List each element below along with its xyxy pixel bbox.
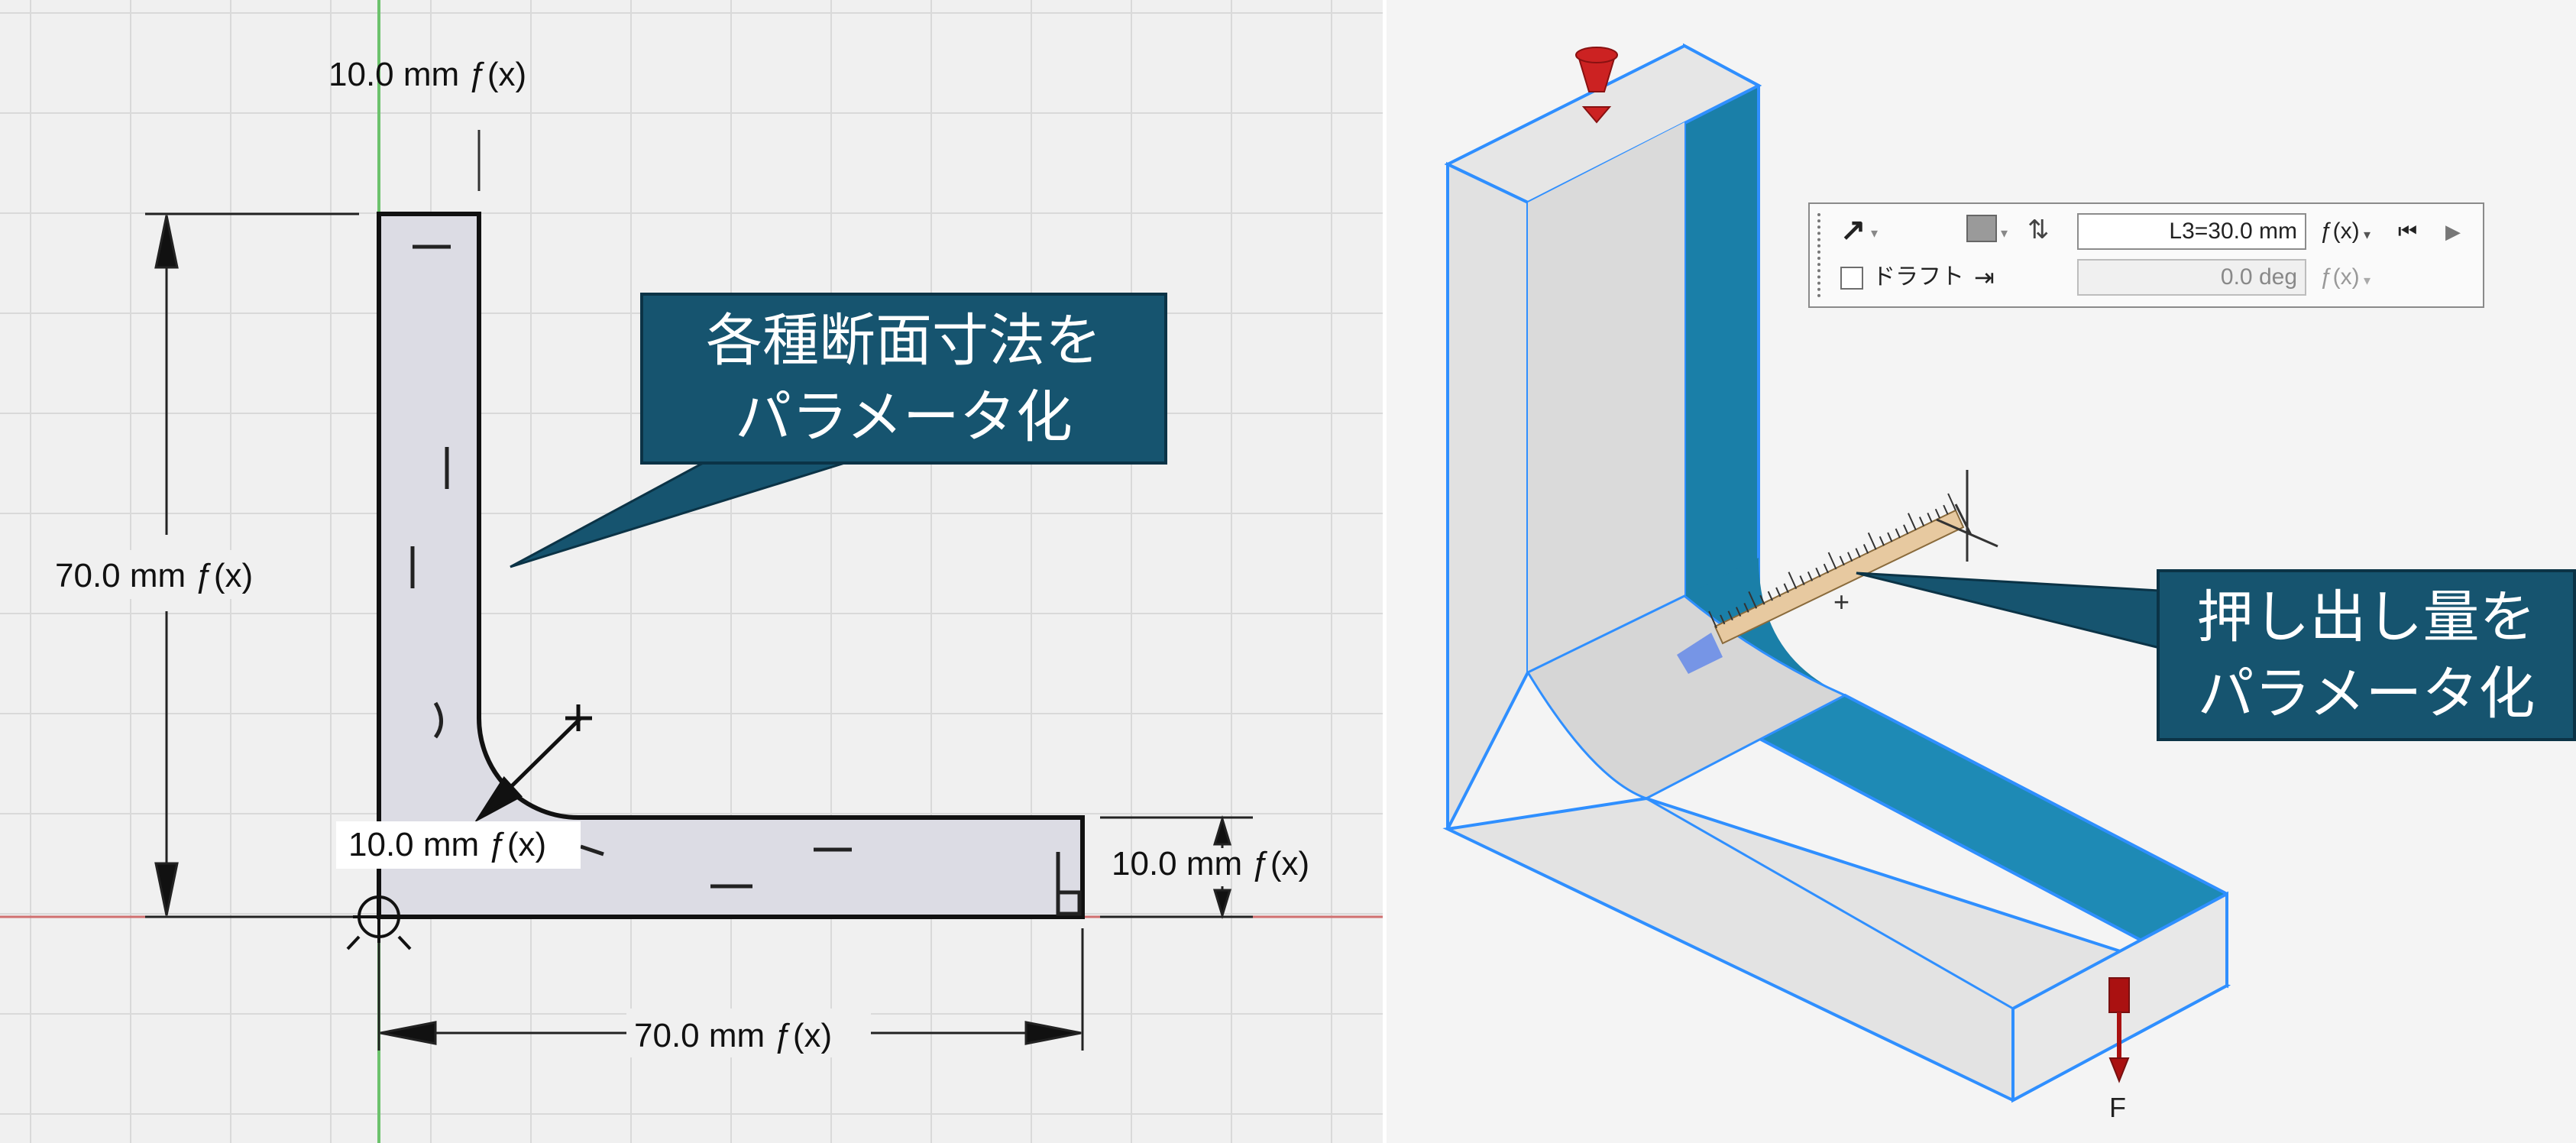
chevron-down-icon[interactable]: ▾ <box>2364 227 2371 242</box>
model-canvas: F + <box>1442 43 2231 1123</box>
draft-label: ドラフト <box>1872 264 1964 290</box>
model-viewport[interactable]: F + 押し出し量を パラメータ化 <box>1387 0 2576 1143</box>
callout-pointer <box>510 449 860 568</box>
panel-divider <box>1383 0 1387 1143</box>
chevron-down-icon[interactable]: ▾ <box>1871 225 1879 241</box>
dim-height <box>145 212 359 918</box>
dim-bottom-thickness <box>1100 814 1253 920</box>
dim-width-text[interactable]: 70.0 mm ƒ(x) <box>634 1017 832 1054</box>
play-icon[interactable]: ▶ <box>2445 220 2461 243</box>
draft-direction-icon[interactable]: ⇥ <box>1974 264 1995 291</box>
section-dims-callout: 各種断面寸法を パラメータ化 <box>640 293 1167 465</box>
dim-fillet-radius <box>474 704 592 823</box>
draft-checkbox[interactable] <box>1840 267 1863 290</box>
dim-width <box>377 928 1084 1051</box>
callout-line-1: 各種断面寸法を <box>706 307 1102 374</box>
extrude-ruler[interactable] <box>1708 470 1998 645</box>
model-inner-face <box>1528 122 1689 691</box>
sketch-canvas: 10.0 mm ƒ(x) 70.0 mm ƒ(x) 10.0 mm ƒ(x) 1… <box>0 0 1383 1143</box>
model-callout-pointer <box>1856 572 2161 649</box>
model-front-vertical <box>1446 161 1529 830</box>
chevron-down-icon[interactable]: ▾ <box>2364 273 2371 288</box>
model-callout-line-2: パラメータ化 <box>2197 660 2536 727</box>
toolbar-grip[interactable] <box>1817 213 1825 297</box>
extrude-body-icon[interactable] <box>1966 215 1997 242</box>
callout-line-2: パラメータ化 <box>735 384 1073 450</box>
extrude-callout: 押し出し量を パラメータ化 <box>2157 569 2576 741</box>
angle-fx-button[interactable]: ƒ(x) <box>2320 264 2360 290</box>
force-label: F <box>2109 1092 2126 1123</box>
draft-angle-input[interactable]: 0.0 deg <box>2077 259 2306 296</box>
direction-arrow-icon[interactable]: ↗ <box>1840 213 1866 247</box>
flip-direction-icon[interactable]: ⇅ <box>2027 215 2050 244</box>
dim-bottom-thickness-text[interactable]: 10.0 mm ƒ(x) <box>1112 845 1309 882</box>
dim-height-text[interactable]: 70.0 mm ƒ(x) <box>55 557 253 594</box>
step-back-icon[interactable]: ⏮ <box>2398 219 2418 243</box>
extrude-direction-arrow <box>1677 633 1723 674</box>
extrude-distance-input[interactable]: L3=30.0 mm <box>2077 213 2306 250</box>
model-callout-line-1: 押し出し量を <box>2196 584 2536 650</box>
force-arrow-icon <box>2108 977 2130 1083</box>
constraint-marks <box>410 244 1082 916</box>
distance-fx-button[interactable]: ƒ(x) <box>2320 219 2360 244</box>
sketch-viewport[interactable]: 10.0 mm ƒ(x) 70.0 mm ƒ(x) 10.0 mm ƒ(x) 1… <box>0 0 1383 1143</box>
svg-text:+: + <box>1833 586 1849 617</box>
dim-fillet-text[interactable]: 10.0 mm ƒ(x) <box>348 826 546 863</box>
dim-top-thickness-text[interactable]: 10.0 mm ƒ(x) <box>328 56 526 93</box>
origin-icon <box>346 891 412 950</box>
chevron-down-icon[interactable]: ▾ <box>2001 225 2008 241</box>
fixed-support-icon <box>1575 47 1618 124</box>
extrude-toolbar: ↗ ▾ ▾ ⇅ L3=30.0 mm ƒ(x) ▾ ⏮ ▶ ドラフト ⇥ 0.0… <box>1808 202 2484 308</box>
